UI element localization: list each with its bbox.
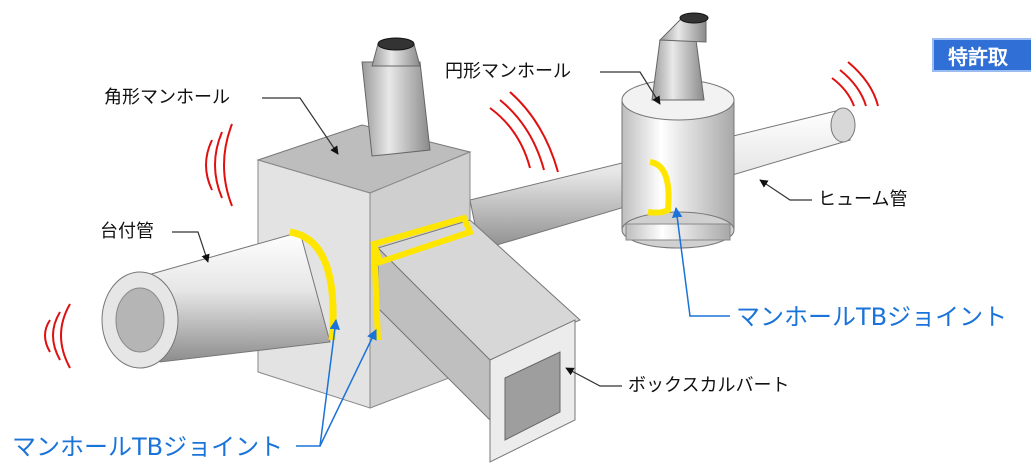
label-square-manhole: 角形マンホール (104, 87, 230, 108)
label-round-manhole: 円形マンホール (445, 61, 571, 82)
label-joint-bottom: マンホールTBジョイント (12, 433, 284, 461)
vibration-marks (44, 61, 879, 369)
round-manhole (621, 12, 735, 249)
leader-lines (172, 71, 812, 387)
label-joint-right: マンホールTBジョイント (736, 303, 1008, 331)
patent-badge: 特許取 (932, 38, 1031, 72)
label-box-culvert: ボックスカルバート (628, 375, 790, 396)
box-culvert (370, 214, 581, 463)
base-pipe (101, 228, 337, 369)
label-hume-pipe: ヒューム管 (818, 189, 908, 210)
label-base-pipe: 台付管 (100, 221, 154, 242)
joint-leaders (296, 206, 730, 447)
